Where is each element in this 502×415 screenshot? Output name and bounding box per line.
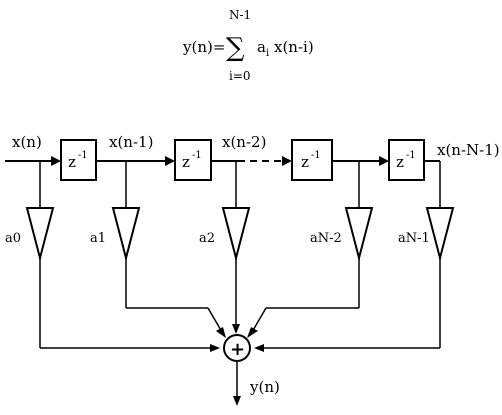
adder: +	[223, 334, 251, 362]
gain-branch-aN-2: aN-2	[247, 161, 374, 338]
coefficient-a: a	[257, 38, 266, 56]
gain-triangle-aN-1	[425, 207, 455, 262]
delay-block-2: z -1	[174, 139, 212, 181]
svg-text:-1: -1	[78, 150, 88, 161]
svg-text:z: z	[301, 153, 309, 171]
gain-triangle-a0	[25, 207, 55, 262]
summation-upper-limit: N-1	[229, 8, 251, 22]
gain-label-a0: a0	[5, 231, 21, 246]
gain-label-a1: a1	[90, 231, 106, 246]
delay-block-3: z -1	[291, 139, 333, 181]
delay-block-1: z -1	[60, 139, 97, 181]
svg-text:z: z	[396, 153, 404, 171]
gain-label-aN-2: aN-2	[310, 231, 342, 246]
fir-equation: y(n)= ∑ N-1 i=0 a i x(n-i)	[182, 8, 314, 83]
delay-block-4: z -1	[388, 139, 425, 181]
gain-branch-aN-1: aN-1	[254, 161, 455, 352]
output-branch: y(n)	[233, 361, 280, 406]
coefficient-subscript-i: i	[266, 48, 269, 59]
svg-text:z: z	[182, 153, 190, 171]
svg-text:-1: -1	[406, 150, 416, 161]
gain-triangle-aN-2	[344, 207, 374, 262]
output-signal-label: y(n)	[249, 378, 280, 396]
summation-lower-limit: i=0	[229, 69, 251, 83]
summation-symbol: ∑	[226, 33, 245, 63]
tap2-signal-label: x(n-2)	[222, 133, 266, 151]
gain-triangle-a2	[221, 207, 251, 262]
delay-line	[5, 156, 440, 166]
last-tap-signal-label: x(n-N-1)	[437, 141, 500, 159]
svg-text:z: z	[68, 153, 76, 171]
equation-rhs: x(n-i)	[274, 38, 314, 56]
gain-label-aN-1: aN-1	[398, 231, 430, 246]
equation-lhs: y(n)=	[182, 38, 225, 56]
input-signal-label: x(n)	[12, 133, 42, 151]
gain-branch-a0: a0	[5, 161, 220, 352]
svg-text:-1: -1	[192, 150, 202, 161]
gain-triangle-a1	[111, 207, 141, 262]
adder-plus-symbol: +	[230, 339, 245, 360]
gain-label-a2: a2	[199, 231, 215, 246]
gain-branch-a1: a1	[90, 161, 226, 338]
svg-text:-1: -1	[311, 150, 321, 161]
tap1-signal-label: x(n-1)	[109, 133, 153, 151]
gain-branch-a2: a2	[199, 161, 251, 334]
